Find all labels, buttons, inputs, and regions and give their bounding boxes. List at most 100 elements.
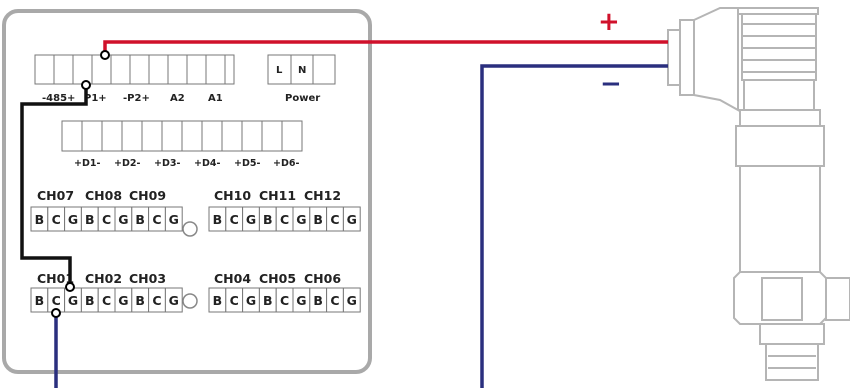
mounting-hole-bottom (182, 293, 198, 309)
terminal-letter: G (296, 212, 306, 227)
ch10-12-terminal-b-1: B (208, 206, 227, 232)
ch10-12-terminal-b-3: B (309, 206, 328, 232)
terminal-letter: G (68, 212, 78, 227)
terminal-letter: G (347, 293, 357, 308)
ch07-09-terminal-c-1: C (47, 206, 66, 232)
terminal-letter: G (347, 212, 357, 227)
ch07-label: CH07 (37, 188, 74, 203)
ch04-06-terminal-g-3: G (342, 287, 361, 313)
ch04-label: CH04 (214, 271, 251, 286)
ch01-03-terminal-b-3: B (131, 287, 150, 313)
terminal-letter: G (169, 212, 179, 227)
terminal-letter: B (263, 293, 273, 308)
terminal-letter: G (246, 212, 256, 227)
ch06-label: CH06 (304, 271, 341, 286)
ch07-09-terminal-b-3: B (131, 206, 150, 232)
ch01-03-terminal-g-1: G (64, 287, 82, 313)
ch01-03-terminal-g-3: G (164, 287, 183, 313)
terminal-letter: G (118, 212, 128, 227)
power-n: N (298, 65, 306, 76)
label-d3: +D3- (154, 158, 180, 169)
ch01-03-terminal-g-2: G (114, 287, 133, 313)
ch10-label: CH10 (214, 188, 251, 203)
ch04-06-terminal-c-1: C (225, 287, 244, 313)
ch07-09-terminal-g-1: G (64, 206, 82, 232)
terminal-letter: B (85, 293, 95, 308)
label-d6: +D6- (273, 158, 299, 169)
ch12-label: CH12 (304, 188, 341, 203)
ch04-06-terminal-g-1: G (242, 287, 260, 313)
negative-wire (480, 64, 668, 388)
terminal-letter: B (313, 212, 323, 227)
positive-wire-terminal (100, 50, 110, 60)
ch04-06-terminal-b-3: B (309, 287, 328, 313)
terminal-letter: B (35, 212, 45, 227)
terminal-letter: B (263, 212, 273, 227)
ch10-12-terminal-c-3: C (326, 206, 344, 232)
terminal-letter: B (213, 212, 223, 227)
ch01-03-terminal-c-2: C (97, 287, 116, 313)
terminal-letter: G (296, 293, 306, 308)
ch10-12-terminal-c-1: C (225, 206, 244, 232)
terminal-letter: C (52, 212, 61, 227)
terminal-letter: C (52, 293, 61, 308)
top-terminal-labels: -485+ P1+ -P2+ A2 A1 (42, 93, 223, 104)
ch03-label: CH03 (129, 271, 166, 286)
terminal-letter: C (152, 212, 161, 227)
terminal-letter: C (102, 212, 111, 227)
ch04-06-terminal-b-2: B (258, 287, 277, 313)
label-a1: A1 (208, 93, 223, 104)
label-d1: +D1- (74, 158, 100, 169)
terminal-letter: C (102, 293, 111, 308)
pressure-sensor (667, 7, 850, 381)
digital-terminal-block (61, 120, 303, 152)
terminal-letter: C (280, 293, 289, 308)
terminal-letter: C (330, 293, 339, 308)
ch01-03-terminal-b-2: B (80, 287, 99, 313)
signal-wire-terminal-bottom (65, 282, 75, 292)
signal-wire (20, 85, 88, 286)
digital-labels: +D1- +D2- +D3- +D4- +D5- +D6- (74, 158, 299, 169)
negative-sign: − (600, 69, 622, 99)
terminal-letter: B (135, 212, 145, 227)
positive-sign: + (598, 7, 620, 37)
ch01-03-terminal-c-3: C (148, 287, 166, 313)
controller-panel (2, 9, 372, 374)
terminal-letter: C (330, 212, 339, 227)
ch05-label: CH05 (259, 271, 296, 286)
terminal-letter: G (118, 293, 128, 308)
mounting-hole-top (182, 221, 198, 237)
ch07-09-terminal-g-2: G (114, 206, 133, 232)
ch07-09-terminal-b-1: B (30, 206, 49, 232)
terminal-letter: B (35, 293, 45, 308)
terminal-letter: B (135, 293, 145, 308)
power-label: Power (285, 93, 320, 104)
label-d2: +D2- (114, 158, 140, 169)
ch04-06-terminal-c-2: C (275, 287, 294, 313)
ch10-12-terminal-g-2: G (292, 206, 311, 232)
ch10-12-terminal-c-2: C (275, 206, 294, 232)
ch07-09-terminal-b-2: B (80, 206, 99, 232)
power-terminal-block: L N Power (267, 54, 336, 104)
ch04-06-terminal-g-2: G (292, 287, 311, 313)
ch09-label: CH09 (129, 188, 166, 203)
label-d4: +D4- (194, 158, 220, 169)
terminal-letter: G (68, 293, 78, 308)
terminal-letter: B (213, 293, 223, 308)
label-a2: A2 (170, 93, 185, 104)
channel-headers: CH07 CH08 CH09 CH10 CH11 CH12 CH01 CH02 … (37, 188, 341, 286)
ch07-09-terminal-c-3: C (148, 206, 166, 232)
ch04-06-terminal-c-3: C (326, 287, 344, 313)
ch07-09-terminal-g-3: G (164, 206, 183, 232)
ch01-return-terminal (51, 308, 61, 318)
top-terminal-block (34, 54, 235, 85)
ch07-09-terminal-c-2: C (97, 206, 116, 232)
ch08-label: CH08 (85, 188, 122, 203)
label-p2: -P2+ (123, 93, 150, 104)
power-l: L (276, 65, 283, 76)
